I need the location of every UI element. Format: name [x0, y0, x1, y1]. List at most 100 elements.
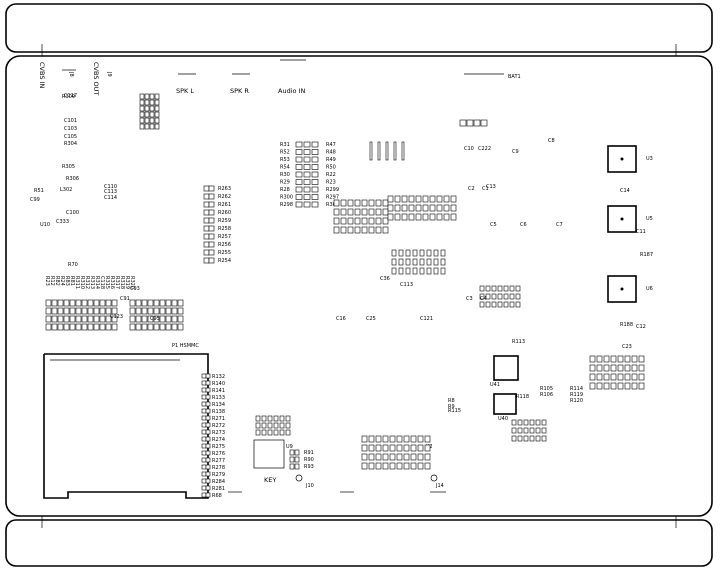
solder-pad — [311, 164, 319, 170]
solder-pad — [389, 462, 396, 470]
component-label: C99 — [30, 197, 40, 203]
capacitor-label: C1 — [482, 186, 489, 192]
solder-pad — [394, 204, 401, 212]
resistor-label: R47 — [326, 142, 336, 148]
solder-pad — [361, 462, 368, 470]
capacitor-label: C23 — [622, 344, 632, 350]
solder-pad — [135, 323, 142, 331]
solder-pad — [165, 299, 172, 307]
capacitor-label: C8 — [548, 138, 555, 144]
solder-pad — [93, 299, 100, 307]
solder-pad — [412, 249, 418, 257]
solder-pad — [205, 380, 211, 386]
solder-pad — [205, 429, 211, 435]
component-label: C101 — [64, 118, 77, 124]
solder-pad — [111, 315, 118, 323]
resistor-label: R187 — [640, 252, 653, 258]
solder-pad — [596, 364, 603, 372]
solder-pad — [201, 394, 207, 400]
capacitor-label: C13 — [486, 184, 496, 190]
resistor-label: R298 — [280, 202, 293, 208]
solder-pad — [135, 307, 142, 315]
solder-pad — [354, 199, 361, 207]
resistor-label: R300 — [280, 195, 293, 201]
solder-pad — [144, 117, 150, 124]
solder-pad — [205, 464, 211, 470]
solder-pad — [149, 117, 155, 124]
solder-pad — [295, 149, 303, 155]
solder-pad — [412, 267, 418, 275]
solder-pad — [412, 258, 418, 266]
solder-pad — [87, 315, 94, 323]
solder-pad — [201, 457, 207, 463]
resistor-label: R254 — [218, 258, 231, 264]
solder-pad — [436, 195, 443, 203]
capacitor-label: C6 — [520, 222, 527, 228]
solder-pad — [638, 364, 645, 372]
solder-pad — [201, 450, 207, 456]
solder-pad — [201, 408, 207, 414]
solder-pad — [529, 419, 535, 426]
svg-text:U6: U6 — [646, 286, 653, 292]
solder-pad — [51, 307, 58, 315]
solder-pad — [535, 419, 541, 426]
solder-pad — [515, 293, 521, 300]
solder-pad — [208, 201, 215, 208]
solder-pad — [424, 435, 431, 443]
solder-pad — [144, 99, 150, 106]
board-outline — [5, 55, 713, 517]
solder-pad — [51, 323, 58, 331]
resistor-label: R133 — [212, 395, 225, 401]
solder-pad — [129, 307, 136, 315]
solder-pad — [105, 323, 112, 331]
capacitor-label: C25 — [366, 316, 376, 322]
solder-pad — [511, 419, 517, 426]
solder-pad — [295, 171, 303, 178]
solder-pad — [410, 462, 417, 470]
svg-text:U40: U40 — [498, 416, 508, 422]
solder-pad — [295, 201, 303, 208]
solder-pad — [347, 226, 354, 234]
solder-pad — [403, 462, 410, 470]
solder-pad — [401, 141, 405, 161]
solder-pad — [603, 373, 610, 381]
solder-pad — [398, 258, 404, 266]
solder-pad — [203, 249, 210, 256]
resistor-label: R114 — [570, 386, 583, 392]
resistor-label: R93 — [304, 464, 314, 470]
resistor-label: R141 — [212, 388, 225, 394]
capacitor-label: C11 — [636, 229, 646, 235]
solder-pad — [171, 315, 178, 323]
solder-pad — [368, 226, 375, 234]
resistor-label: R49 — [326, 157, 336, 163]
resistor-label: R24 — [59, 276, 65, 286]
chip-u3: U3 — [607, 145, 653, 173]
solder-pad — [45, 315, 52, 323]
solder-pad — [596, 355, 603, 363]
solder-pad — [205, 415, 211, 421]
solder-pad — [415, 213, 422, 221]
solder-pad — [387, 213, 394, 221]
solder-pad — [203, 241, 210, 248]
resistor-label: R23 — [44, 276, 50, 286]
resistor-label: R259 — [218, 218, 231, 224]
resistor-label: R8 — [448, 398, 455, 404]
solder-pad — [631, 382, 638, 390]
solder-pad — [459, 119, 467, 127]
solder-pad — [382, 217, 389, 225]
solder-pad — [201, 443, 207, 449]
solder-pad — [303, 149, 311, 155]
solder-pad — [450, 204, 457, 212]
solder-pad — [203, 185, 210, 192]
solder-pad — [75, 299, 82, 307]
resistor-label: R301 — [326, 202, 339, 208]
resistor-label: R53 — [280, 157, 290, 163]
solder-pad — [340, 226, 347, 234]
resistor-label: R31 — [280, 142, 290, 148]
solder-pad — [147, 315, 154, 323]
component-label: C105 — [64, 134, 77, 140]
resistor-label: R54 — [280, 165, 290, 171]
component-label: R304 — [64, 141, 77, 147]
solder-pad — [398, 267, 404, 275]
